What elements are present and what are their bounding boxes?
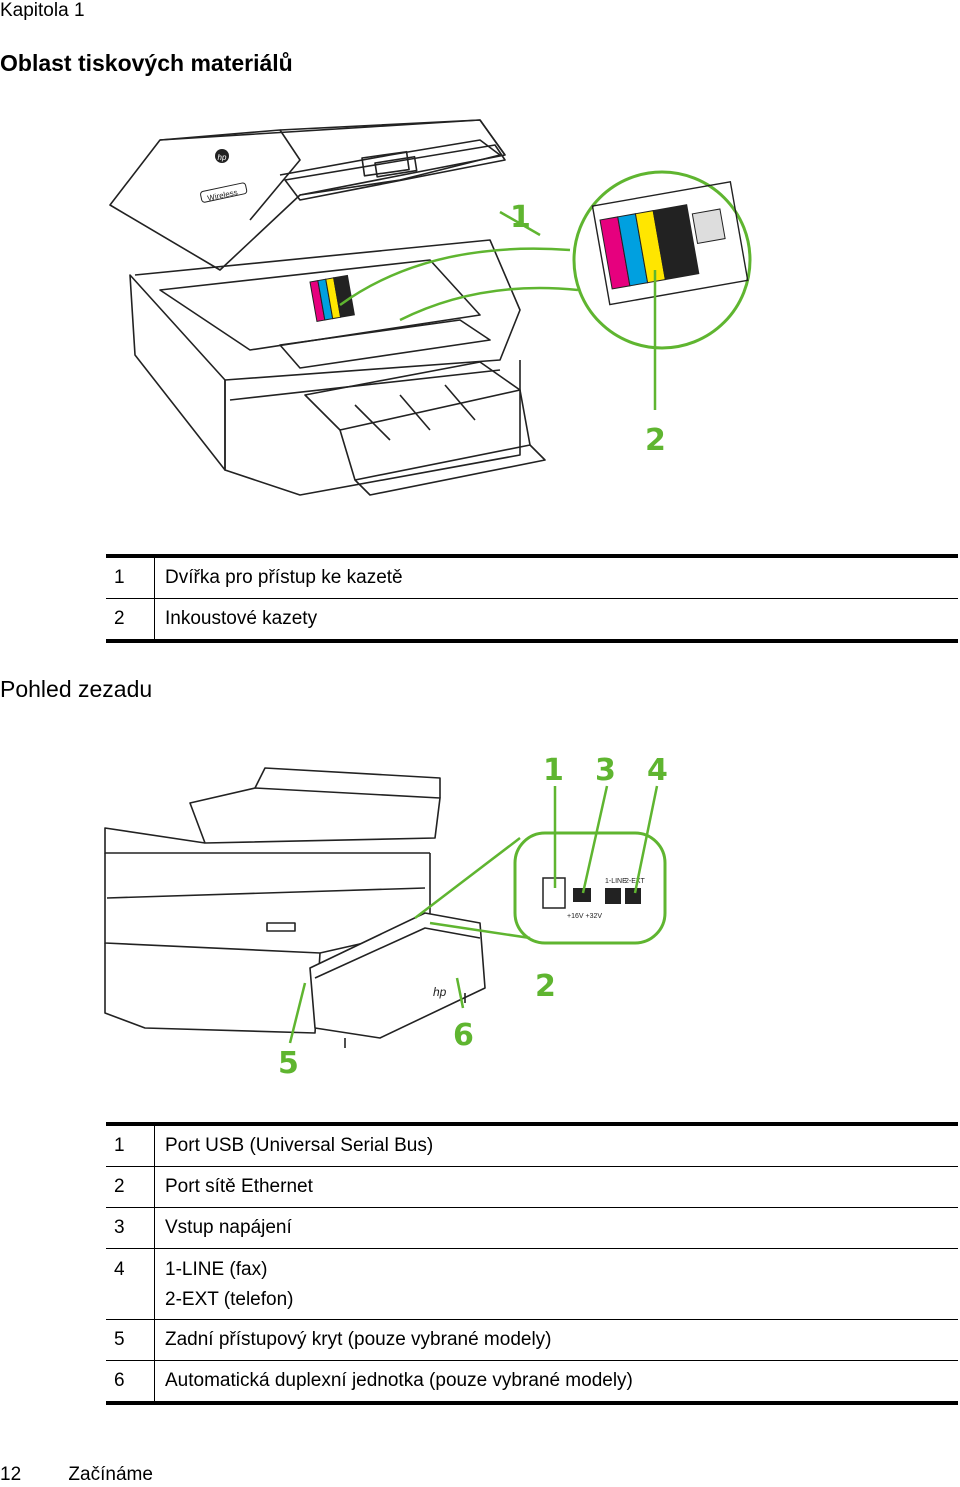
table-row: 2 Inkoustové kazety — [106, 598, 958, 643]
port-label-power: +16V +32V — [567, 913, 602, 920]
table-row: 3 Vstup napájení — [106, 1207, 958, 1249]
legend-text: Port sítě Ethernet — [154, 1166, 958, 1208]
legend-text: Vstup napájení — [154, 1207, 958, 1249]
footer-chapter-title: Začínáme — [68, 1464, 153, 1485]
printer-front-illustration: hp Wireless 1 2 — [109, 119, 752, 496]
legend-number: 2 — [106, 598, 155, 643]
callout-2: 2 — [535, 969, 556, 1004]
legend-number: 2 — [106, 1166, 155, 1208]
table-row: 2 Port sítě Ethernet — [106, 1166, 958, 1208]
legend-number: 5 — [106, 1319, 155, 1361]
chapter-header: Kapitola 1 — [0, 0, 85, 21]
page-number: 12 — [0, 1464, 22, 1485]
legend-number: 4 — [106, 1248, 155, 1320]
callout-4: 4 — [647, 753, 668, 788]
table-row: 6 Automatická duplexní jednotka (pouze v… — [106, 1360, 958, 1405]
section-title-supplies: Oblast tiskových materiálů — [0, 50, 293, 76]
legend-text: Inkoustové kazety — [154, 598, 958, 643]
callout-1: 1 — [543, 753, 564, 788]
legend-number: 3 — [106, 1207, 155, 1249]
legend-text: Port USB (Universal Serial Bus) — [154, 1122, 958, 1167]
printer-rear-illustration: hp 1-LINE 2-EXT +16V +32V 1 3 4 2 5 6 — [104, 753, 668, 1081]
table-row: 1 Dvířka pro přístup ke kazetě — [106, 554, 958, 599]
callout-2: 2 — [645, 423, 666, 458]
table-row: 5 Zadní přístupový kryt (pouze vybrané m… — [106, 1319, 958, 1361]
port-label-line: 1-LINE — [605, 878, 627, 885]
section-title-rear-view: Pohled zezadu — [0, 676, 153, 702]
legend-text: Zadní přístupový kryt (pouze vybrané mod… — [154, 1319, 958, 1361]
legend-text-multiline: 1-LINE (fax) 2-EXT (telefon) — [154, 1248, 958, 1320]
legend-number: 6 — [106, 1360, 155, 1405]
callout-1: 1 — [510, 200, 531, 235]
port-label-ext: 2-EXT — [625, 878, 646, 885]
legend-text: Dvířka pro přístup ke kazetě — [154, 554, 958, 599]
table-row: 4 1-LINE (fax) 2-EXT (telefon) — [106, 1248, 958, 1320]
supplies-legend-table: 1 Dvířka pro přístup ke kazetě 2 Inkoust… — [106, 554, 958, 643]
hp-logo: hp — [433, 985, 447, 999]
legend-text: 1-LINE (fax) — [165, 1259, 268, 1280]
legend-text-secondary: 2-EXT (telefon) — [165, 1289, 294, 1310]
legend-text: Automatická duplexní jednotka (pouze vyb… — [154, 1360, 958, 1405]
hp-logo: hp — [218, 153, 227, 162]
callout-5: 5 — [278, 1046, 299, 1081]
table-row: 1 Port USB (Universal Serial Bus) — [106, 1122, 958, 1167]
callout-6: 6 — [453, 1018, 474, 1053]
legend-number: 1 — [106, 1122, 155, 1167]
rear-view-legend-table: 1 Port USB (Universal Serial Bus) 2 Port… — [106, 1122, 958, 1405]
page-footer: 12 Začínáme — [0, 1464, 153, 1486]
legend-number: 1 — [106, 554, 155, 599]
callout-3: 3 — [595, 753, 616, 788]
